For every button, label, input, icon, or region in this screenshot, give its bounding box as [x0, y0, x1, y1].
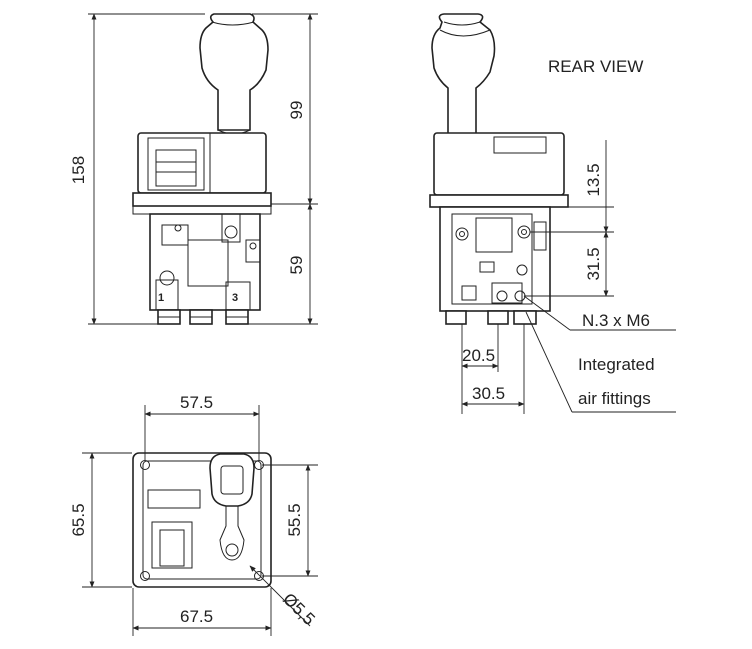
plan-handle: [209, 453, 255, 507]
dim-67-5: 67.5: [132, 588, 272, 636]
svg-text:Ø5,5: Ø5,5: [279, 589, 318, 628]
svg-text:99: 99: [287, 101, 306, 120]
fittings-label-1: Integrated: [578, 355, 655, 374]
mount-hole-tl: [140, 460, 150, 470]
front-valve-body: [149, 213, 261, 311]
fittings-callout: Integrated air fittings: [525, 311, 676, 413]
plan-view: 57.5 67.5 65.5 55.5 Ø5,5: [69, 393, 319, 636]
dim-99-59: 99 59: [248, 13, 318, 325]
front-upper-housing: [137, 132, 267, 194]
rear-view-label: REAR VIEW: [548, 57, 643, 76]
dim-65-5: 65.5: [69, 452, 132, 588]
dim-13-31: 13.5 31.5: [524, 140, 614, 297]
dim-158: 158: [69, 13, 205, 325]
dim-20-30: 20.5 30.5: [461, 324, 525, 414]
svg-text:30.5: 30.5: [472, 384, 505, 403]
mount-hole-bl: [140, 571, 150, 581]
svg-text:67.5: 67.5: [180, 607, 213, 626]
svg-text:59: 59: [287, 256, 306, 275]
rear-handle-grip: [431, 13, 496, 135]
rear-upper-housing: [433, 132, 565, 196]
rear-fitting-2: [487, 310, 509, 325]
svg-text:55.5: 55.5: [285, 503, 304, 536]
thread-callout: N.3 x M6: [523, 295, 676, 331]
svg-text:13.5: 13.5: [584, 163, 603, 196]
dim-57-5: 57.5: [144, 393, 260, 460]
svg-text:65.5: 65.5: [69, 503, 88, 536]
port-label-3: 3: [232, 292, 238, 304]
rear-flange: [429, 194, 569, 208]
front-handle-grip: [199, 13, 269, 131]
svg-text:158: 158: [69, 156, 88, 184]
port-label-1: 1: [158, 292, 164, 304]
rear-fitting-1: [445, 310, 467, 325]
front-flange: [132, 192, 272, 207]
thread-label: N.3 x M6: [582, 311, 650, 330]
fittings-label-2: air fittings: [578, 389, 651, 408]
rear-fitting-3: [513, 310, 537, 325]
svg-text:31.5: 31.5: [584, 247, 603, 280]
svg-text:20.5: 20.5: [462, 346, 495, 365]
rear-view: REAR VIEW: [429, 13, 676, 414]
dim-55-5: 55.5: [262, 464, 318, 577]
front-view: 1 3 158 99 59: [69, 13, 318, 325]
svg-text:57.5: 57.5: [180, 393, 213, 412]
